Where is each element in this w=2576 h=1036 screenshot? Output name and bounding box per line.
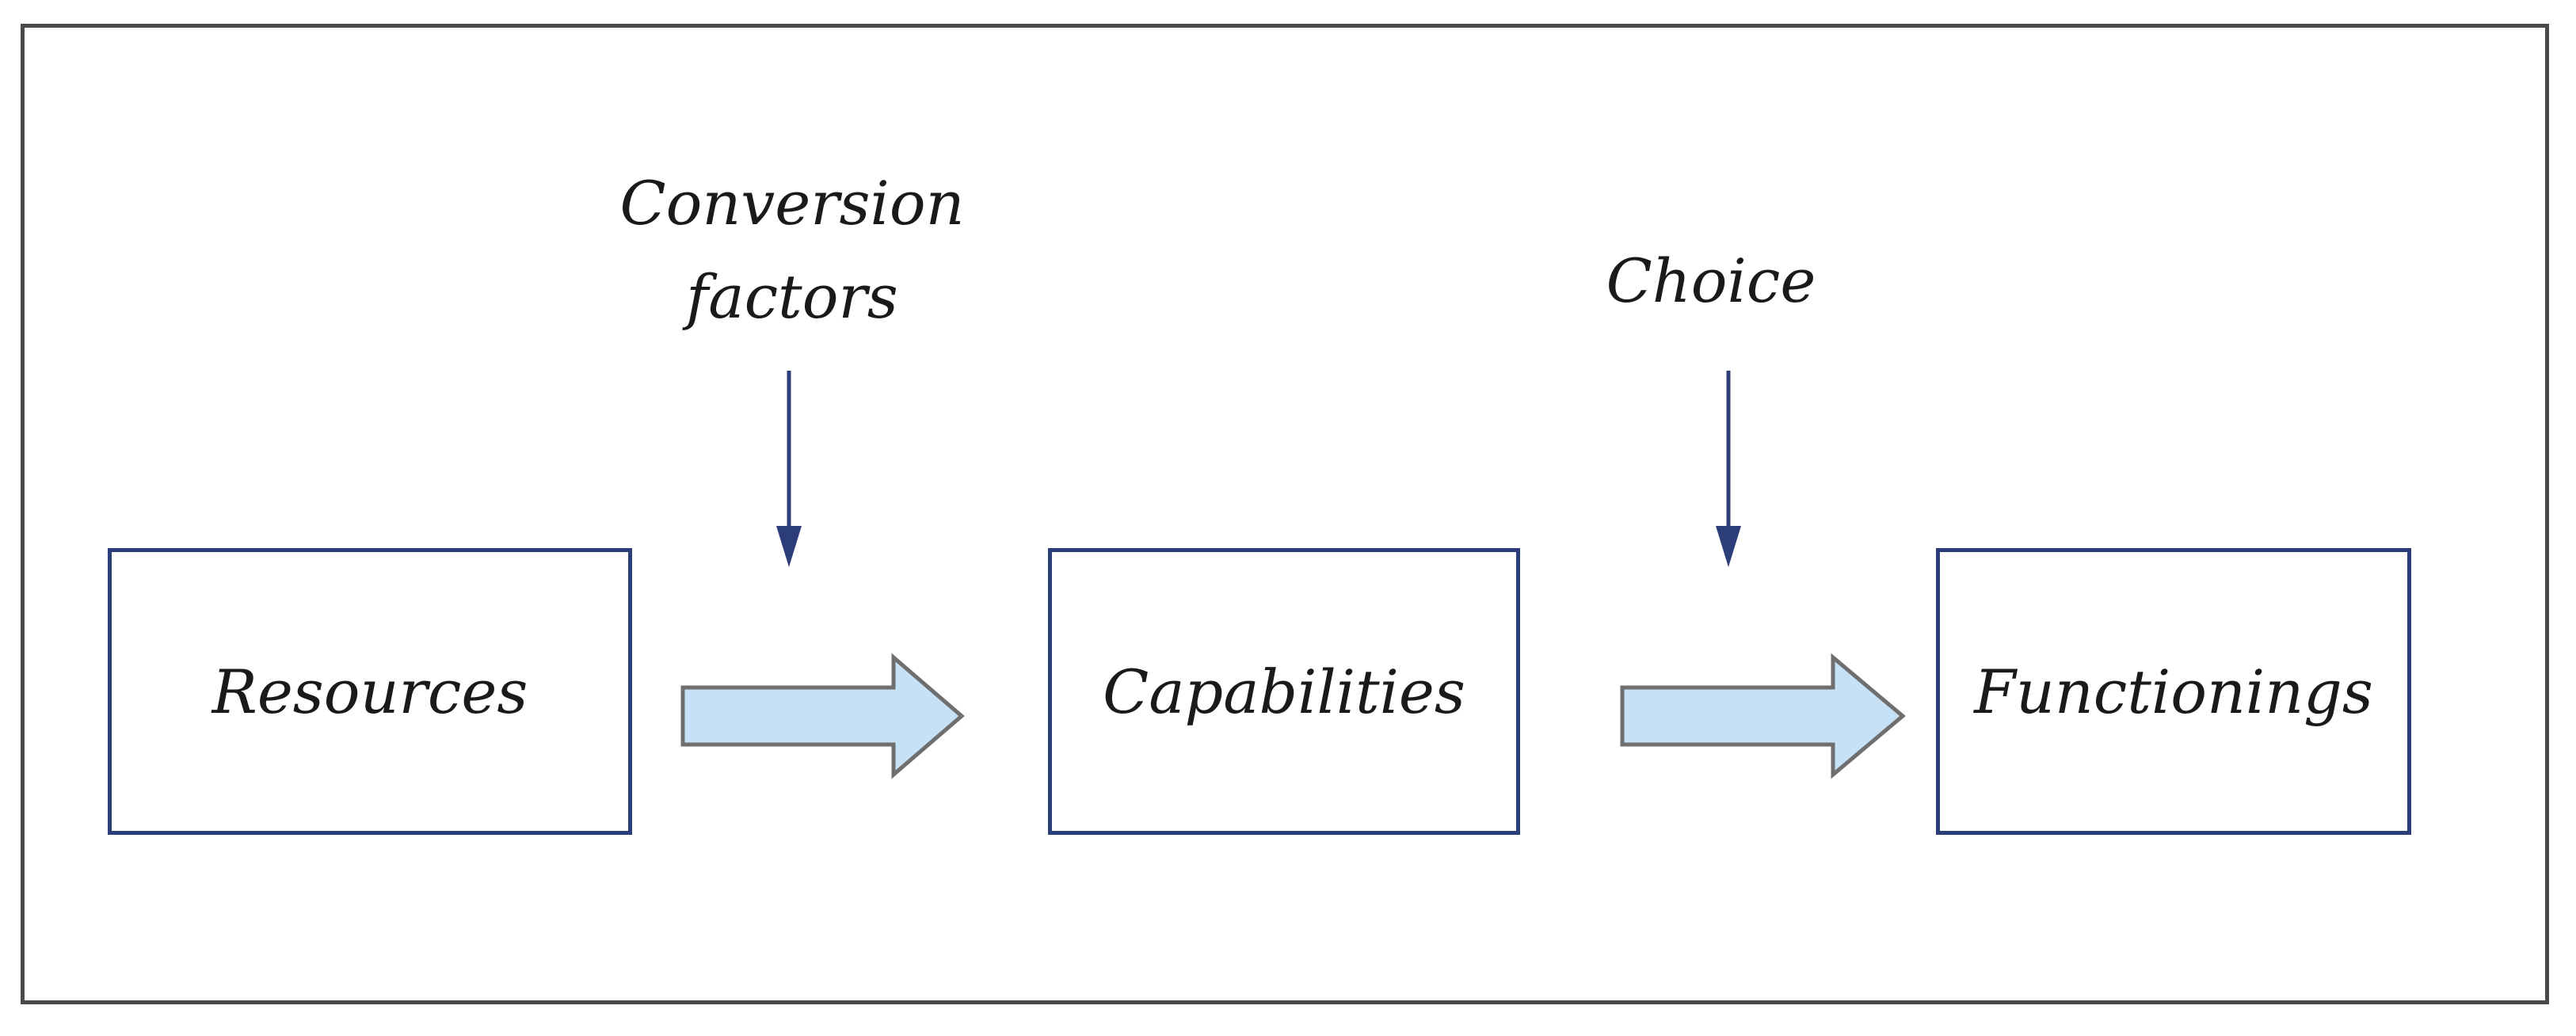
diagram-frame — [21, 24, 2549, 1004]
choice-label: Choice — [1553, 234, 1869, 328]
conversion-factors-line1: Conversion — [619, 168, 965, 238]
choice-text: Choice — [1606, 246, 1816, 316]
functionings-box: Functionings — [1936, 548, 2411, 835]
functionings-label: Functionings — [1974, 656, 2373, 727]
conversion-factors-line2: factors — [686, 261, 898, 332]
conversion-factors-label: Conversion factors — [618, 157, 966, 344]
resources-box: Resources — [108, 548, 632, 835]
capabilities-label: Capabilities — [1103, 656, 1465, 727]
capabilities-box: Capabilities — [1048, 548, 1520, 835]
resources-label: Resources — [211, 656, 528, 727]
